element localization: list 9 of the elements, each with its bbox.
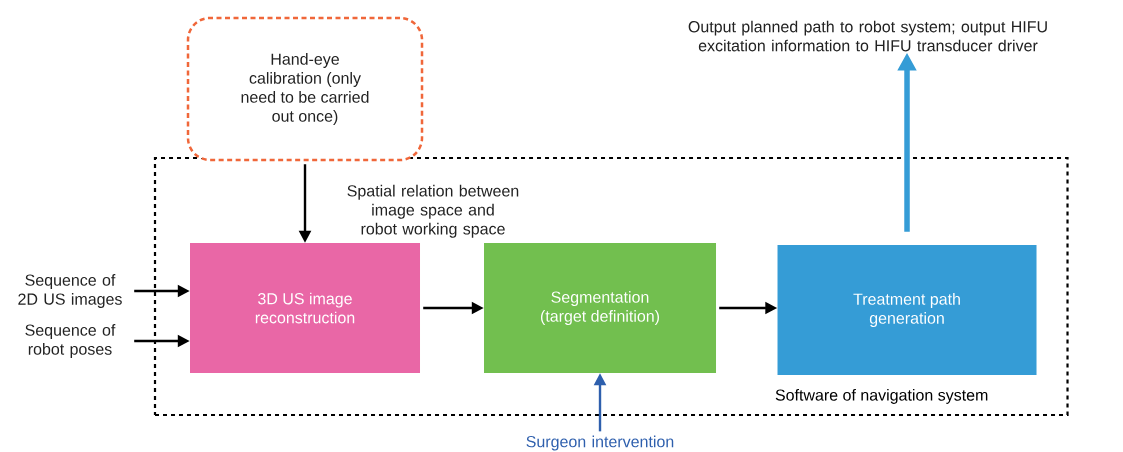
process-box: 3D US image reconstruction <box>190 243 420 373</box>
input-label: Sequence of 2D US images <box>18 274 122 308</box>
calibration-box: Hand-eye calibration (only need to be carried out once) <box>186 16 424 162</box>
process-box: Treatment path generation <box>777 245 1037 375</box>
edge-label: Spatial relation between image space and robot working space <box>329 183 537 239</box>
input-label: Surgeon intervention <box>526 435 674 451</box>
input-label: Sequence of robot poses <box>25 324 116 358</box>
output-label: Output planned path to robot system; output HIFU excitation information to HIFU transducer driver <box>688 20 1047 52</box>
process-box: Segmentation (target definition) <box>484 243 716 373</box>
